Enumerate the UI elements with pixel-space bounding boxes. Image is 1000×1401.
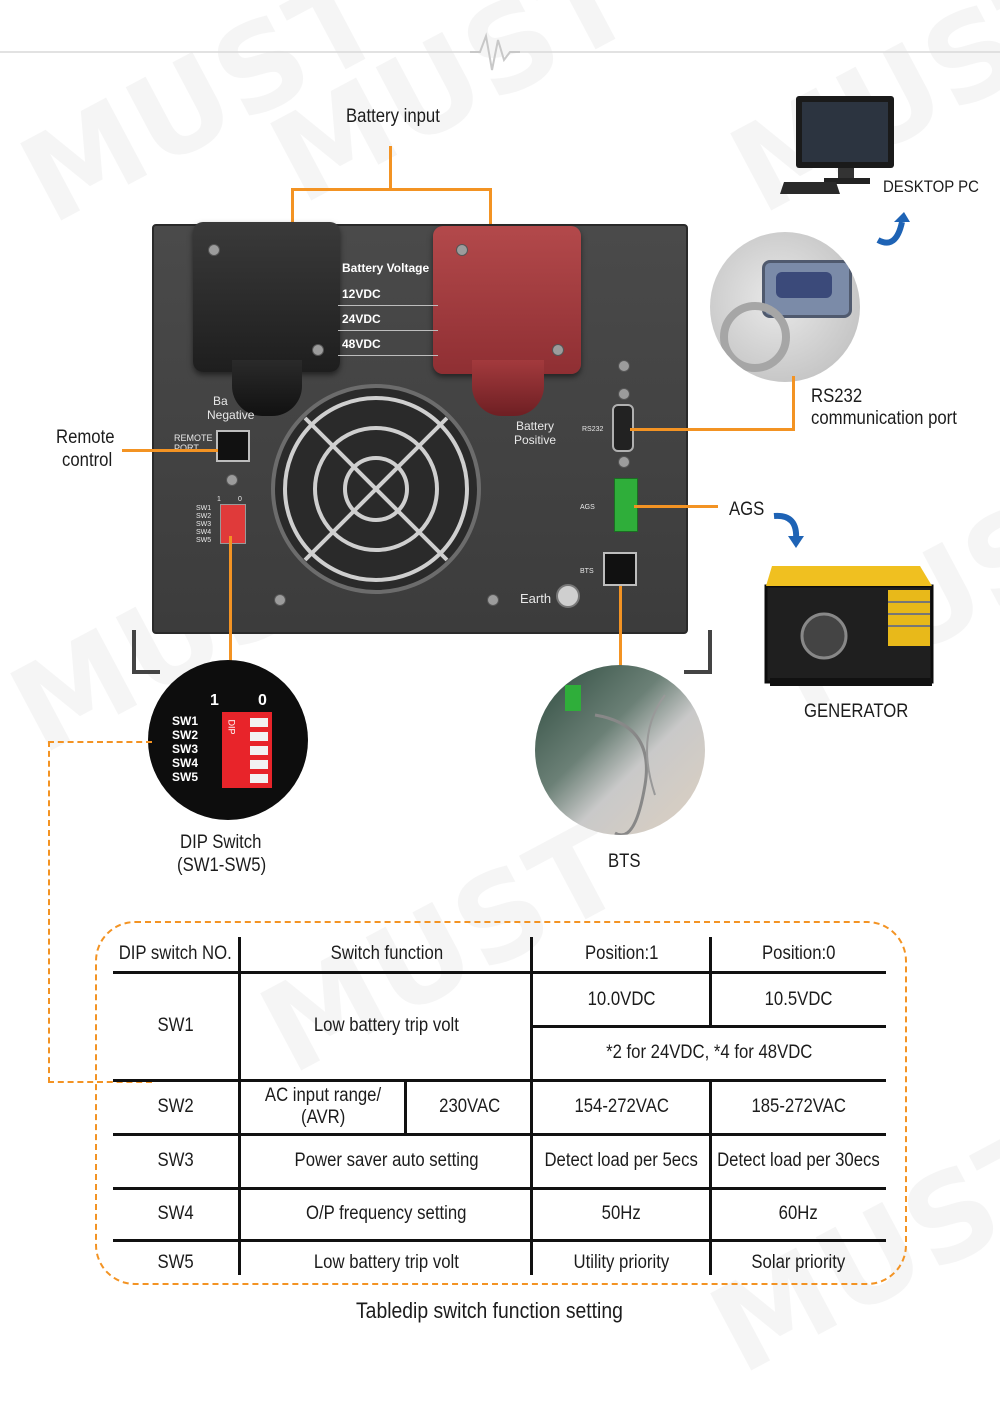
cooling-fan <box>271 384 481 594</box>
table-cell-pos1: Detect load per 5ecs <box>544 1150 699 1171</box>
table-rule <box>533 1025 886 1028</box>
table-cell-pos1: 50Hz <box>601 1203 642 1224</box>
dip-dashed-connector <box>48 741 152 1083</box>
table-rule <box>238 937 241 1275</box>
device-dip-switch[interactable] <box>220 504 246 544</box>
dip-switch-table: DIP switch NO. Switch function Position:… <box>113 937 886 1277</box>
pulse-divider <box>0 32 1000 71</box>
rs232-line <box>630 428 795 431</box>
positive-label-line2: Positive <box>514 433 557 447</box>
table-cell-pos0: 185-272VAC <box>751 1096 846 1117</box>
generator-image <box>764 566 934 686</box>
mount-foot-right <box>684 630 712 674</box>
table-rule <box>113 1079 886 1082</box>
table-cell-no: SW1 <box>157 1015 194 1036</box>
voltage-row: 12VDC <box>338 282 438 306</box>
positive-label-line1: Battery <box>516 419 555 433</box>
table-cell-function: O/P frequency setting <box>306 1203 467 1224</box>
remote-control-line <box>122 449 218 452</box>
table-cell-function: Low battery trip volt <box>314 1252 459 1273</box>
table-cell-no: SW2 <box>157 1096 194 1117</box>
table-cell-pos0: 10.5VDC <box>764 989 833 1010</box>
table-header: Position:0 <box>761 943 836 964</box>
ags-line <box>634 505 718 508</box>
battery-input-label: Battery input <box>346 106 440 127</box>
battery-voltage-title: Battery Voltage <box>342 261 430 275</box>
rs232-cable-image <box>710 232 860 382</box>
battery-voltage-table: 12VDC 24VDC 48VDC <box>338 282 438 382</box>
bts-port-label: BTS <box>580 568 594 575</box>
table-cell-pos0: Solar priority <box>751 1252 846 1273</box>
desktop-pc-label: DESKTOP PC <box>883 177 979 196</box>
rs232-port-label: RS232 <box>582 426 604 433</box>
earth-screw <box>556 584 580 608</box>
table-rule <box>709 937 712 1025</box>
desktop-pc-image <box>780 96 894 194</box>
table-cell-function: AC input range/(AVR) <box>264 1085 382 1128</box>
table-rule <box>113 1133 886 1136</box>
dip-switch-label-line2: (SW1-SW5) <box>177 855 267 876</box>
table-rule <box>404 1081 407 1133</box>
table-cell-pos0: Detect load per 30ecs <box>717 1150 880 1171</box>
arrow-up-icon <box>876 212 910 246</box>
table-cell-note: *2 for 24VDC, *4 for 48VDC <box>606 1042 813 1063</box>
remote-port[interactable] <box>216 430 250 462</box>
ags-label: AGS <box>729 499 765 520</box>
bts-label: BTS <box>608 851 641 872</box>
ags-port-label: AGS <box>580 504 595 511</box>
dip-switch-label-line1: DIP Switch <box>180 832 262 853</box>
remote-port-label-line2: PORT <box>174 443 199 453</box>
table-cell-function: Low battery trip volt <box>314 1015 459 1036</box>
table-rule <box>709 1079 712 1275</box>
table-cell-pos1: 10.0VDC <box>587 989 656 1010</box>
rs232-label-line1: RS232 <box>811 386 863 407</box>
table-cell-pos1: Utility priority <box>573 1252 670 1273</box>
fan-grill <box>303 416 449 562</box>
table-cell-no: SW4 <box>157 1203 194 1224</box>
mount-foot-left <box>132 630 160 674</box>
positive-cable <box>472 360 544 416</box>
earth-label: Earth <box>520 591 552 606</box>
bts-line <box>619 586 622 666</box>
table-cell-no: SW3 <box>157 1150 194 1171</box>
table-cell-no: SW5 <box>157 1252 194 1273</box>
remote-control-label-line2: control <box>62 450 113 471</box>
bts-port[interactable] <box>603 552 637 586</box>
table-rule <box>113 1239 886 1242</box>
remote-port-label-line1: REMOTE <box>174 433 213 443</box>
table-header: Switch function <box>330 943 443 964</box>
dip-switch-red: DIP <box>222 712 272 788</box>
table-cell-function: Power saver auto setting <box>294 1150 479 1171</box>
table-cell-pos1: 154-272VAC <box>574 1096 669 1117</box>
voltage-row: 48VDC <box>338 332 438 356</box>
table-header: DIP switch NO. <box>118 943 233 964</box>
voltage-row: 24VDC <box>338 307 438 331</box>
table-rule <box>113 971 886 974</box>
dip-switch-closeup: 1 0 SW1 SW2 SW3 SW4 SW5 DIP <box>148 660 308 820</box>
arrow-down-icon <box>773 512 804 548</box>
generator-label: GENERATOR <box>804 701 909 722</box>
rs232-label-line2: communication port <box>811 408 957 429</box>
dip-off-label: 0 <box>238 496 242 503</box>
table-rule <box>530 937 533 1275</box>
table-header: Position:1 <box>584 943 659 964</box>
table-caption: Tabledip switch function setting <box>356 1298 623 1323</box>
table-cell-voltage: 230VAC <box>438 1096 501 1117</box>
table-cell-pos0: 60Hz <box>778 1203 819 1224</box>
table-rule <box>113 1187 886 1190</box>
negative-label-line1: Ba <box>213 394 228 408</box>
dip-switch-line <box>229 536 232 662</box>
negative-label-line2: Negative <box>207 408 255 422</box>
negative-cable <box>232 360 302 416</box>
bts-sensor-image <box>535 665 705 835</box>
table-dashed-frame <box>95 921 907 1285</box>
remote-control-label-line1: Remote <box>56 427 115 448</box>
dip-on-label: 1 <box>217 496 221 503</box>
battery-input-bracket <box>389 146 392 190</box>
device-dip-labels: SW1 SW2 SW3 SW4 SW5 <box>196 505 212 544</box>
